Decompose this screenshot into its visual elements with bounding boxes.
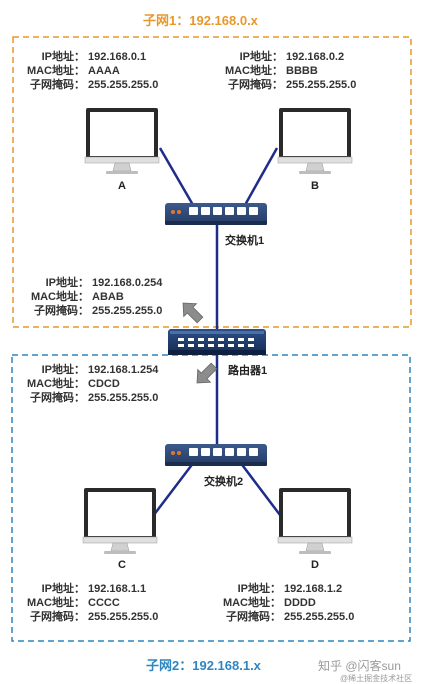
host-b-name: B <box>311 180 319 192</box>
ip-label: IP地址： <box>45 277 89 289</box>
mac-label: MAC地址： <box>26 378 85 390</box>
host-d-ip: 192.168.1.2 <box>284 583 343 595</box>
arrow-down-left-icon <box>196 362 218 384</box>
mac-label: MAC地址： <box>224 65 283 77</box>
router-if1-mac: ABAB <box>92 291 124 303</box>
switch1-name: 交换机1 <box>225 235 265 247</box>
watermark-zhihu: 知乎 @闪客sun <box>318 659 401 673</box>
ip-label: IP地址： <box>237 583 281 595</box>
ip-label: IP地址： <box>41 583 85 595</box>
link-switch2-d <box>239 461 281 516</box>
links <box>149 147 281 521</box>
router-name: 路由器1 <box>228 365 268 377</box>
computer-d-icon <box>277 488 353 554</box>
host-a-mask: 255.255.255.0 <box>88 79 159 91</box>
host-c-name: C <box>118 559 126 571</box>
host-a-ip: 192.168.0.1 <box>88 51 147 63</box>
mask-label: 子网掩码： <box>30 79 85 91</box>
link-b-switch1 <box>243 147 279 206</box>
mac-label: MAC地址： <box>26 597 85 609</box>
switch2-icon <box>165 444 267 466</box>
arrow-up-left-icon <box>182 302 204 324</box>
mac-label: MAC地址： <box>222 597 281 609</box>
router-if2-mac: CDCD <box>88 378 120 390</box>
ip-label: IP地址： <box>239 51 283 63</box>
host-d-mask: 255.255.255.0 <box>284 611 355 623</box>
host-b-mask: 255.255.255.0 <box>286 79 357 91</box>
host-c-mask: 255.255.255.0 <box>88 611 159 623</box>
host-a-name: A <box>118 180 126 192</box>
subnet2-title: 子网2：192.168.1.x <box>146 658 261 673</box>
mask-label: 子网掩码： <box>34 305 89 317</box>
ip-label: IP地址： <box>41 364 85 376</box>
host-b-ip: 192.168.0.2 <box>286 51 345 63</box>
host-d-mac: DDDD <box>284 597 316 609</box>
router-if1-ip: 192.168.0.254 <box>92 277 163 289</box>
subnet2-box <box>11 354 411 642</box>
host-c-ip: 192.168.1.1 <box>88 583 147 595</box>
router-icon <box>168 329 266 355</box>
watermark-juejin: @稀土掘金技术社区 <box>340 674 413 683</box>
switch2-name: 交换机2 <box>204 476 244 488</box>
ip-label: IP地址： <box>41 51 85 63</box>
router-if1-mask: 255.255.255.0 <box>92 305 163 317</box>
mac-label: MAC地址： <box>26 65 85 77</box>
link-switch2-c <box>149 461 195 521</box>
mask-label: 子网掩码： <box>30 392 85 404</box>
host-d-name: D <box>311 559 319 571</box>
host-c-mac: CCCC <box>88 597 120 609</box>
mask-label: 子网掩码： <box>30 611 85 623</box>
mac-label: MAC地址： <box>30 291 89 303</box>
subnet1-title: 子网1：192.168.0.x <box>143 13 258 28</box>
host-b-mac: BBBB <box>286 65 318 77</box>
computer-a-icon <box>84 108 160 174</box>
router-if2-mask: 255.255.255.0 <box>88 392 159 404</box>
mask-label: 子网掩码： <box>228 79 283 91</box>
host-a-mac: AAAA <box>88 65 120 77</box>
subnet1-box <box>12 36 412 328</box>
computer-c-icon <box>82 488 158 554</box>
link-a-switch1 <box>158 147 195 206</box>
router-if2-ip: 192.168.1.254 <box>88 364 159 376</box>
switch1-icon <box>165 203 267 225</box>
computer-b-icon <box>277 108 353 174</box>
mask-label: 子网掩码： <box>226 611 281 623</box>
